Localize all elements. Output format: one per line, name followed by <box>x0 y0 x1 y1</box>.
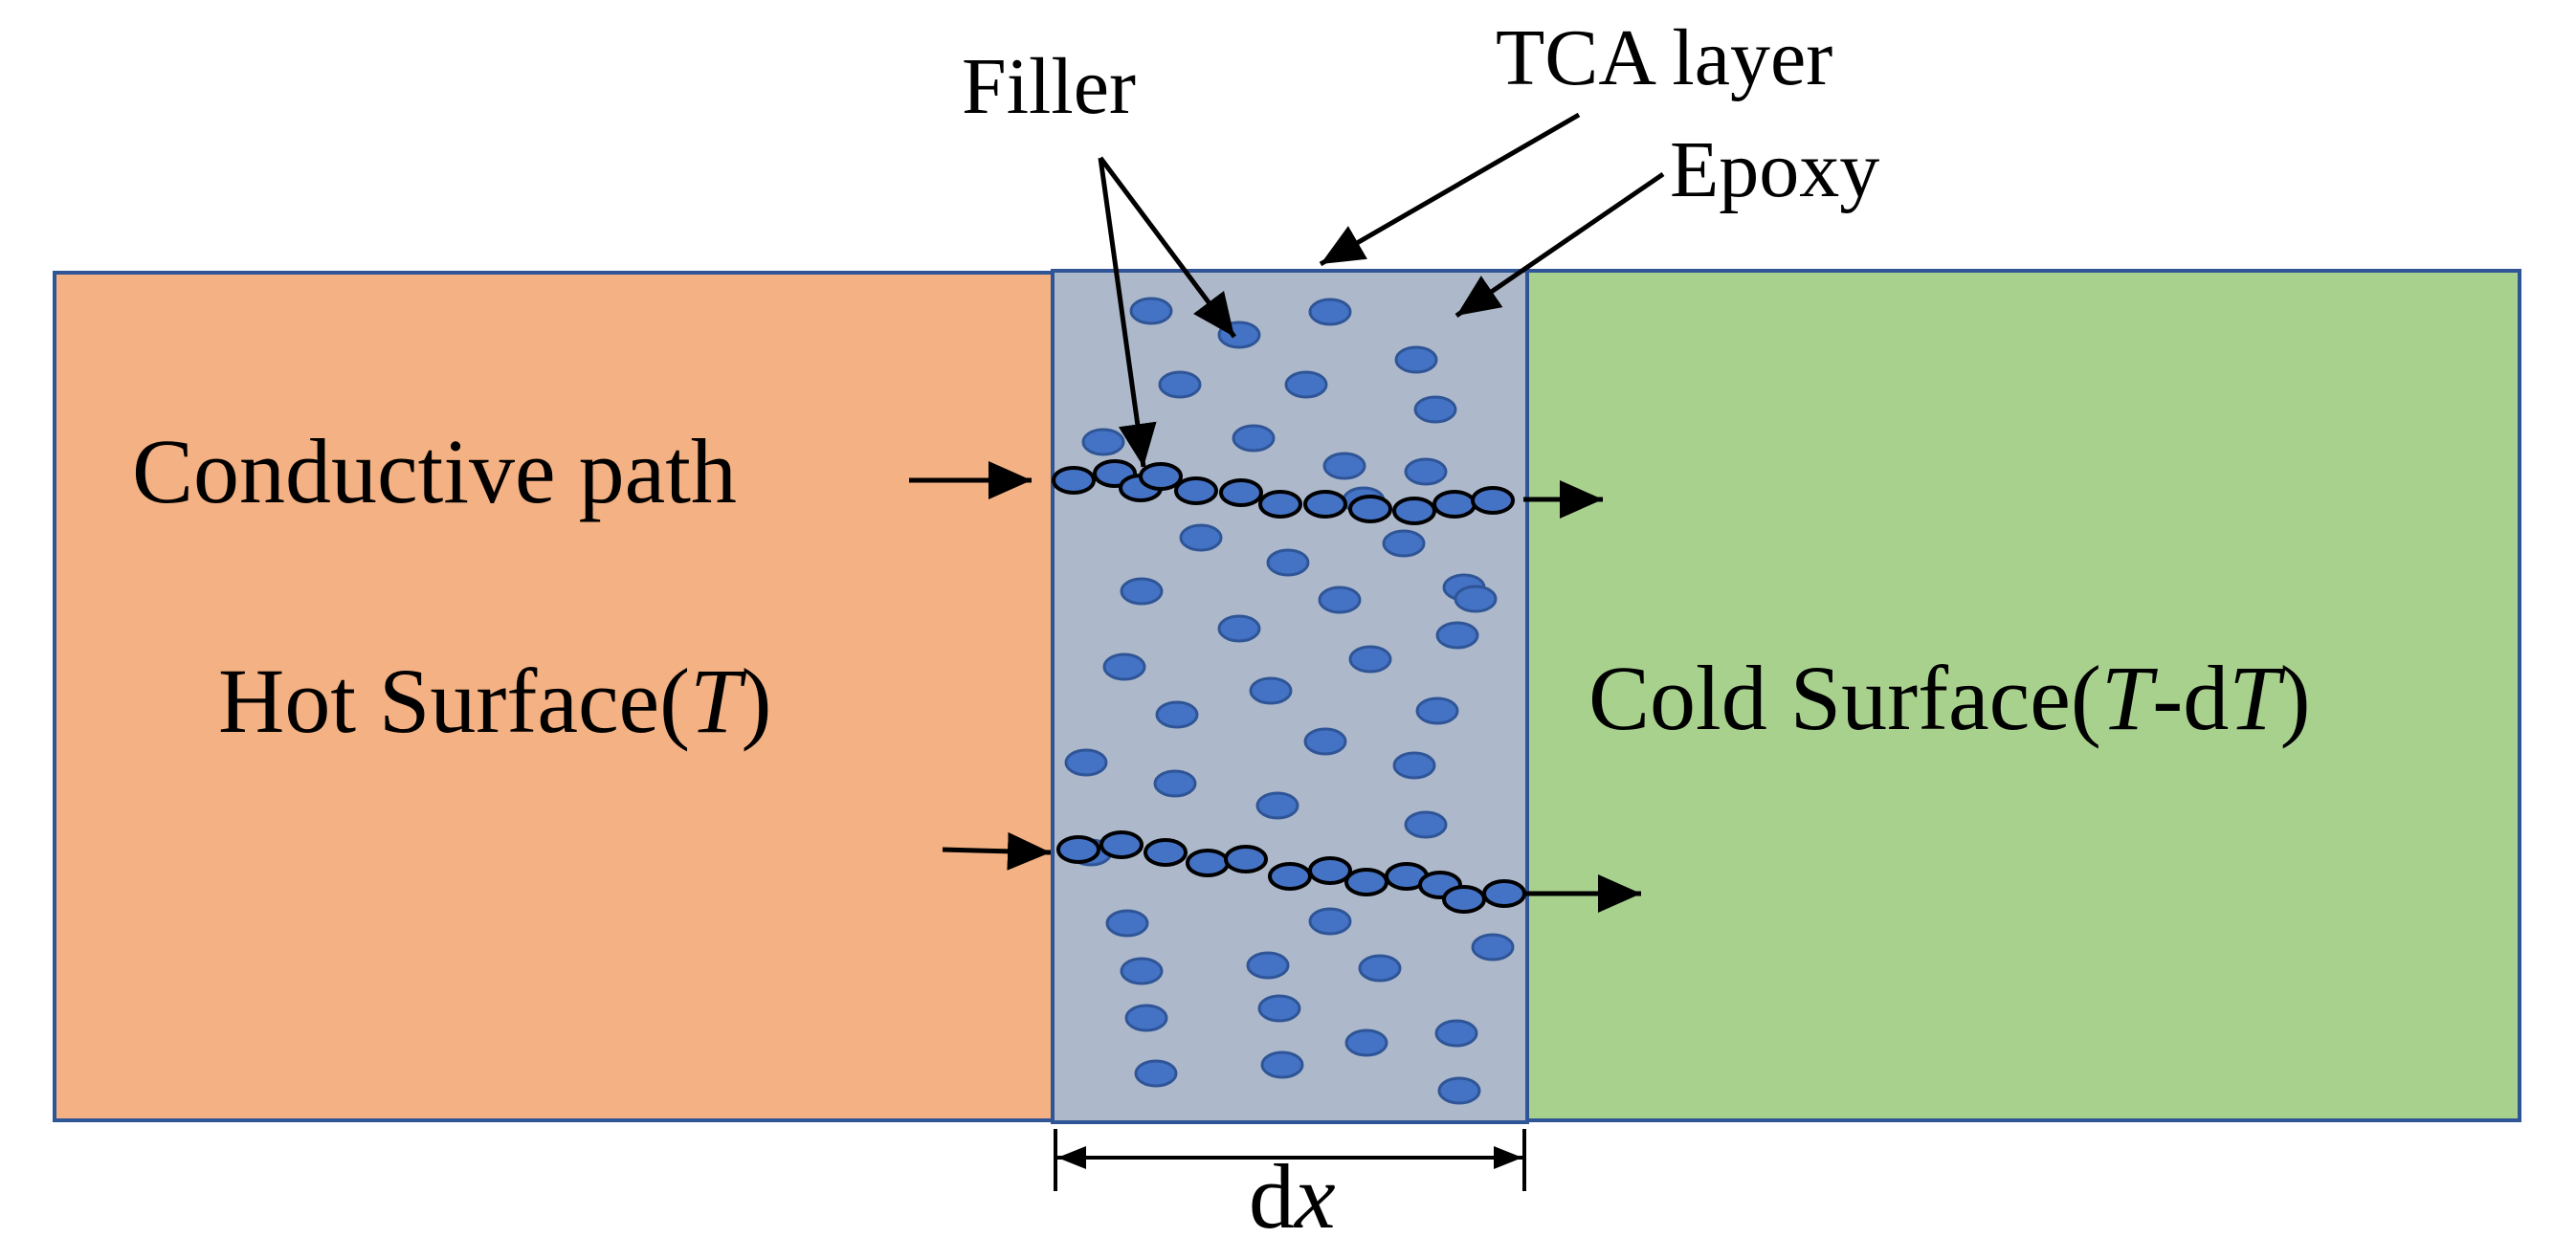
filler-particle <box>1348 645 1392 674</box>
filler-particle <box>1266 548 1310 577</box>
cold-surface-label: Cold Surface(T-dT) <box>1588 647 2311 749</box>
path-particle <box>1174 476 1218 505</box>
cold-surface-block <box>1522 269 2521 1122</box>
filler-particle <box>1134 1059 1178 1088</box>
filler-particle <box>1392 751 1436 780</box>
filler-particle <box>1404 457 1448 486</box>
filler-particle <box>1158 370 1202 399</box>
filler-particle <box>1232 424 1276 453</box>
filler-particle <box>1322 452 1366 480</box>
path-particle <box>1186 849 1230 877</box>
filler-particle <box>1434 1019 1478 1048</box>
filler-particle <box>1153 769 1197 798</box>
filler-particle <box>1454 585 1498 613</box>
filler-particle <box>1308 907 1352 936</box>
filler-particle <box>1102 652 1146 681</box>
filler-particle <box>1120 577 1164 606</box>
filler-particle <box>1155 700 1199 729</box>
dx-label: dx <box>1249 1145 1336 1248</box>
hot-surface-label: Hot Surface(T) <box>218 650 771 752</box>
filler-particle <box>1415 696 1459 725</box>
filler-particle <box>1124 1004 1168 1032</box>
conductive-path-1 <box>1052 459 1515 525</box>
path-particle <box>1219 478 1263 507</box>
dx-left-arrowhead <box>1057 1146 1086 1169</box>
epoxy-arrow <box>1455 171 1665 319</box>
filler-particle <box>1129 297 1173 325</box>
path-particle <box>1224 845 1268 873</box>
filler-particle <box>1382 529 1426 558</box>
filler-particle <box>1308 298 1352 326</box>
path-particle <box>1344 868 1388 896</box>
filler-particle <box>1284 370 1328 399</box>
path-particle <box>1308 856 1352 885</box>
filler-arrow-2 <box>1098 157 1157 468</box>
epoxy-label: Epoxy <box>1670 125 1879 214</box>
hot-surface-block <box>53 271 1056 1122</box>
filler-particle <box>1303 727 1347 756</box>
filler-particle <box>1081 428 1125 456</box>
path-2-entry-arrow <box>942 831 1052 871</box>
path-particle <box>1268 862 1312 891</box>
filler-particle <box>1249 676 1293 705</box>
filler-particle <box>1435 621 1479 650</box>
filler-particles <box>1064 297 1515 1105</box>
path-particle <box>1099 830 1144 859</box>
filler-particle <box>1318 586 1362 614</box>
filler-particle <box>1394 345 1438 374</box>
filler-particle <box>1120 957 1164 985</box>
dx-dimension <box>1054 1129 1526 1191</box>
filler-particle <box>1217 614 1261 643</box>
tca-layer-label: TCA layer <box>1496 13 1832 102</box>
filler-particle <box>1064 748 1108 777</box>
path-particle <box>1482 879 1526 908</box>
path-particle <box>1471 486 1515 515</box>
dx-right-arrowhead <box>1494 1146 1522 1169</box>
tca-layer-arrow <box>1319 112 1581 267</box>
path-particle <box>1056 835 1100 864</box>
conductive-path-label: Conductive path <box>132 420 737 522</box>
filler-particle <box>1260 1050 1304 1079</box>
path-particle <box>1348 495 1392 523</box>
conductive-paths <box>1052 459 1526 914</box>
filler-particle <box>1255 791 1299 820</box>
filler-particle <box>1344 1028 1388 1057</box>
filler-particle <box>1246 951 1290 980</box>
path-particle <box>1052 466 1096 495</box>
filler-particle <box>1358 954 1402 983</box>
filler-particle <box>1257 994 1301 1023</box>
path-particle <box>1432 490 1477 519</box>
path-particle <box>1303 490 1347 519</box>
filler-particle <box>1471 933 1515 962</box>
filler-label: Filler <box>962 42 1136 131</box>
filler-particle <box>1179 523 1223 552</box>
conductive-path-2 <box>1056 830 1526 914</box>
path-particle <box>1442 885 1486 914</box>
path-particle <box>1139 462 1183 491</box>
path-particle <box>1144 838 1188 867</box>
path-particle <box>1392 497 1436 525</box>
filler-particle <box>1105 909 1149 938</box>
filler-particle <box>1437 1076 1481 1105</box>
annotation-arrows <box>909 112 1665 913</box>
filler-arrow-1 <box>1098 156 1237 339</box>
filler-particle <box>1404 810 1448 839</box>
path-particle <box>1258 490 1302 519</box>
filler-particle <box>1413 395 1457 424</box>
